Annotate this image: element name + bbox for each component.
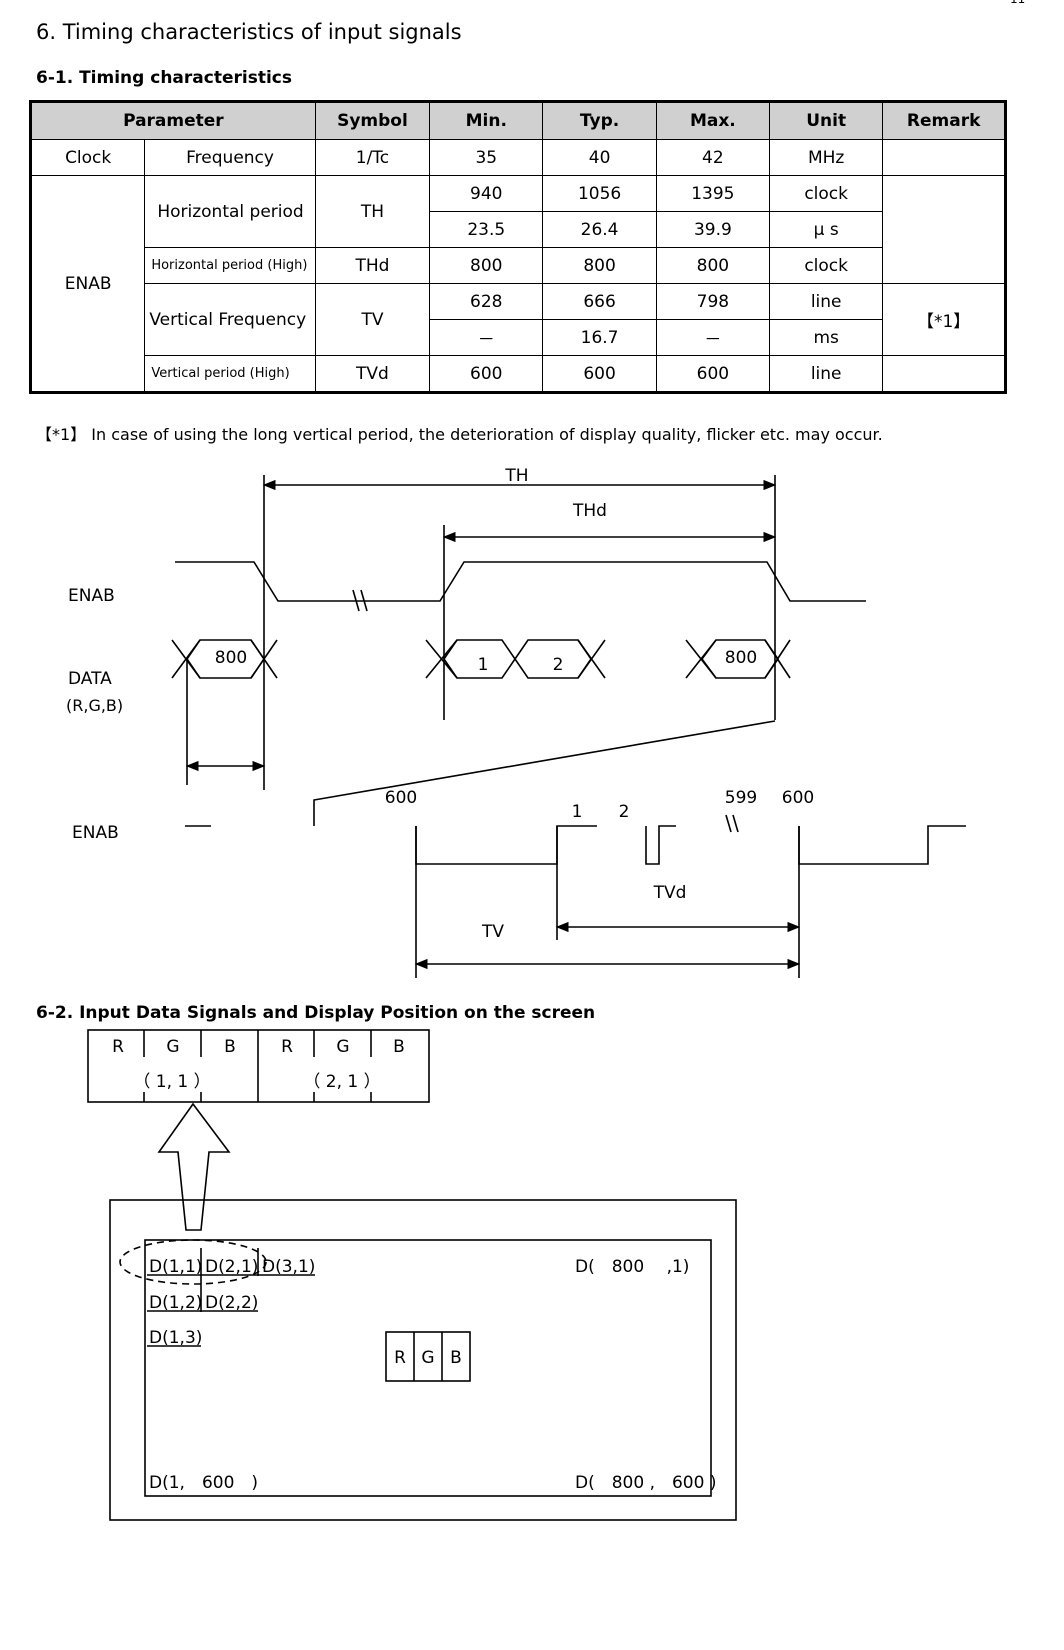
symbol-cell: TVd (314, 355, 431, 393)
header-unit: Unit (769, 101, 884, 140)
unit-cell: line (769, 355, 884, 393)
param-horizontal-period-high: Horizontal period (High) (144, 247, 316, 284)
subpixel-r: R (394, 1348, 406, 1368)
d-1-1: D(1,1) (149, 1257, 202, 1277)
header-min: Min. (429, 101, 544, 140)
min-cell: 600 (429, 355, 544, 393)
d-2-1: D(2,1) (205, 1257, 258, 1277)
table-row: 23.5 26.4 39.9 μ s (31, 211, 1006, 248)
data-800-label: 800 (215, 648, 247, 668)
max-cell: 39.9 (655, 211, 771, 248)
pixel-header-g1: G (166, 1037, 179, 1057)
pixel-header-r2: R (281, 1037, 293, 1057)
pixel-highlight-ellipse (119, 1239, 267, 1285)
param-vertical-period-high: Vertical period (High) (144, 355, 316, 393)
pixel-header-b2: B (393, 1037, 405, 1057)
pixel-header-r1: R (112, 1037, 124, 1057)
unit-cell: μ s (769, 211, 884, 248)
data-sub-label: (R,G,B) (66, 696, 123, 715)
d-800-600: D( 800 , 600 ) (575, 1473, 716, 1493)
v600b-label: 600 (782, 788, 814, 808)
d-1-2: D(1,2) (149, 1293, 202, 1313)
symbol-cell: 1/Tc (314, 139, 431, 176)
v600a-label: 600 (385, 788, 417, 808)
table-header-row: Parameter Symbol Min. Typ. Max. Unit Rem… (30, 101, 1006, 140)
symbol-cell: TV (314, 283, 431, 356)
d-800-1: D( 800 ,1) (575, 1257, 689, 1277)
typ-cell: 16.7 (542, 319, 657, 356)
d-2-2: D(2,2) (205, 1293, 258, 1313)
unit-cell: MHz (769, 139, 884, 176)
pixel-header-b1: B (224, 1037, 236, 1057)
remark-cell (882, 355, 1006, 393)
max-cell: 800 (655, 247, 771, 284)
max-cell: 1395 (655, 175, 771, 212)
page-number: 11 (1010, 0, 1025, 6)
screen-display-area (144, 1239, 712, 1497)
v1-label: 1 (572, 802, 583, 822)
unit-cell: ms (769, 319, 884, 356)
data-1-label: 1 (478, 655, 489, 675)
data-2-label: 2 (553, 655, 564, 675)
min-cell: － (429, 319, 544, 356)
screen-outer-frame (109, 1199, 737, 1521)
remark-cell: 【*1】 (882, 283, 1006, 356)
d-3-1: D(3,1) (262, 1257, 315, 1277)
header-typ: Typ. (542, 101, 657, 140)
subsection-title-display: 6-2. Input Data Signals and Display Posi… (36, 1003, 596, 1023)
table-row: Vertical period (High) TVd 600 600 600 l… (31, 355, 1006, 393)
d-1-3: D(1,3) (149, 1328, 202, 1348)
pixel-2-1-label: （ 2, 1 ） (303, 1072, 380, 1092)
data-800b-label: 800 (725, 648, 757, 668)
unit-cell: line (769, 283, 884, 320)
remark-cell (882, 175, 1006, 284)
up-arrow-icon (157, 1102, 231, 1231)
footnote: 【*1】 In case of using the long vertical … (36, 425, 883, 444)
d-1-600: D(1, 600 ) (149, 1473, 258, 1493)
symbol-cell: TH (314, 175, 431, 248)
rgb-subpixel-box (385, 1331, 471, 1382)
max-cell: 600 (655, 355, 771, 393)
data-label: DATA (68, 669, 112, 689)
pixel-header-g2: G (336, 1037, 349, 1057)
table-row: － 16.7 － ms (31, 319, 1006, 356)
header-max: Max. (655, 101, 771, 140)
table-row: Vertical Frequency TV 628 666 798 line 【… (31, 283, 1006, 356)
min-cell: 23.5 (429, 211, 544, 248)
table-row: ENAB Horizontal period TH 940 1056 1395 … (29, 175, 1006, 393)
typ-cell: 40 (542, 139, 657, 176)
v599-label: 599 (725, 788, 757, 808)
enab-waveform (175, 561, 866, 602)
subsection-title-timing: 6-1. Timing characteristics (36, 68, 292, 88)
param-vertical-frequency: Vertical Frequency (144, 283, 316, 356)
header-remark: Remark (882, 101, 1006, 140)
th-label: TH (504, 466, 528, 486)
enab-label: ENAB (68, 586, 115, 606)
timing-characteristics-table: Parameter Symbol Min. Typ. Max. Unit Rem… (29, 100, 1007, 394)
typ-cell: 600 (542, 355, 657, 393)
symbol-cell: THd (314, 247, 431, 284)
min-cell: 628 (429, 283, 544, 320)
enab2-label: ENAB (72, 823, 119, 843)
subpixel-g: G (421, 1348, 434, 1368)
table-row: Horizontal period (High) THd 800 800 800… (31, 247, 1006, 284)
subpixel-b: B (450, 1348, 462, 1368)
v2-label: 2 (619, 802, 630, 822)
typ-cell: 26.4 (542, 211, 657, 248)
table-row: Clock Frequency 1/Tc 35 40 42 MHz (29, 139, 1006, 176)
thd-label: THd (572, 501, 607, 521)
pixel-1-1-label: （ 1, 1 ） (133, 1072, 210, 1092)
section-title: 6. Timing characteristics of input signa… (36, 20, 462, 44)
group-enab: ENAB (29, 175, 146, 393)
param-frequency: Frequency (144, 139, 316, 176)
header-symbol: Symbol (314, 101, 431, 140)
tv-label: TV (481, 922, 504, 942)
tvd-label: TVd (653, 883, 687, 903)
enab2-waveform (415, 825, 597, 865)
